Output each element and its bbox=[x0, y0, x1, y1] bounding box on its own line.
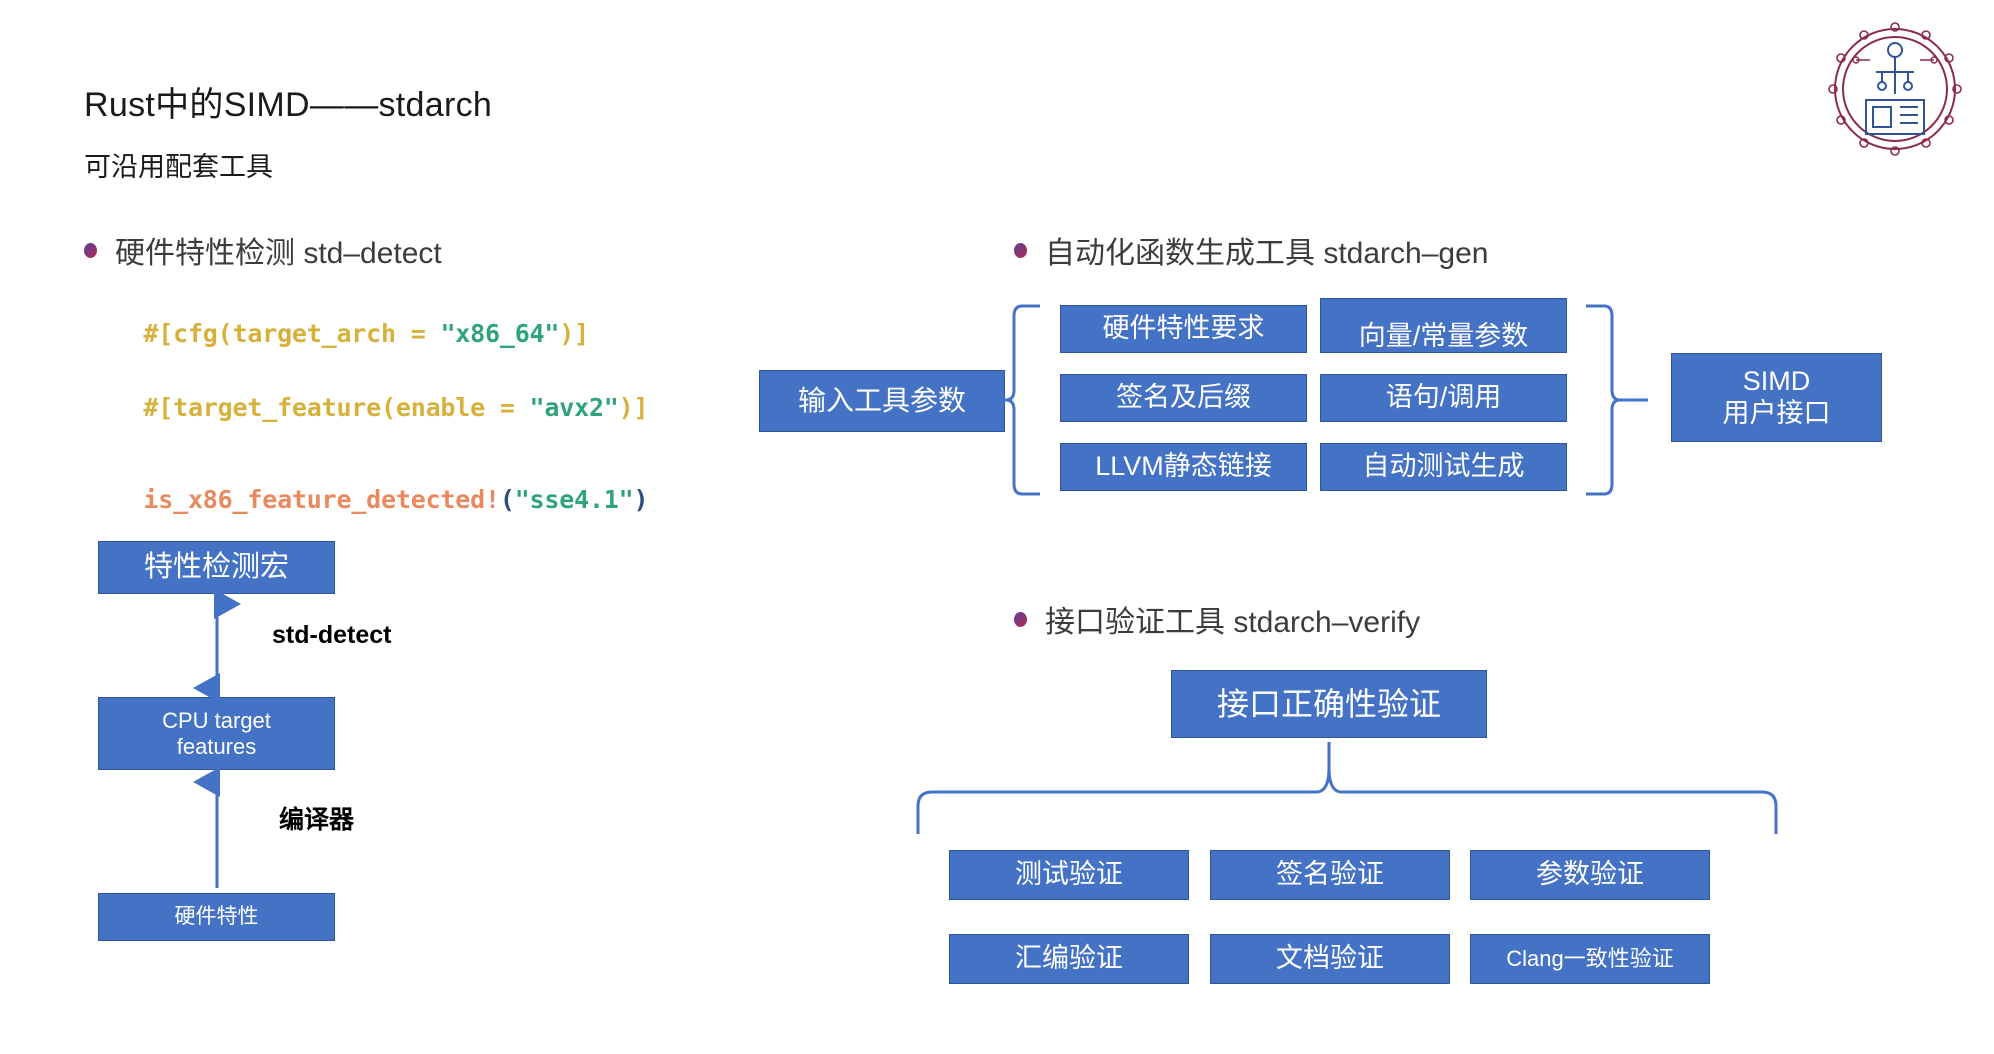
bullet-std-detect: 硬件特性检测 std–detect bbox=[84, 228, 442, 272]
bracket-gen-right bbox=[1586, 304, 1648, 496]
code-open-paren: ( bbox=[499, 485, 515, 514]
box-line-1: CPU target bbox=[162, 708, 271, 734]
code-line-target-feature: #[target_feature(enable = "avx2")] bbox=[84, 364, 648, 451]
box-gen-auto-test-gen[interactable]: 自动测试生成 bbox=[1320, 443, 1567, 491]
box-gen-hw-feature-req[interactable]: 硬件特性要求 bbox=[1060, 305, 1307, 353]
box-line-2: 用户接口 bbox=[1722, 397, 1831, 428]
code-string: "x86_64" bbox=[440, 319, 560, 348]
arrow-label-std-detect: std-detect bbox=[272, 621, 392, 649]
code-line-is-x86-feature-detected: is_x86_feature_detected!("sse4.1") bbox=[84, 456, 648, 543]
bullet-label: 接口验证工具 stdarch–verify bbox=[1045, 606, 1421, 639]
box-feature-detect-macro[interactable]: 特性检测宏 bbox=[98, 541, 335, 594]
box-hardware-features[interactable]: 硬件特性 bbox=[98, 893, 335, 941]
code-close-paren: ) bbox=[633, 485, 649, 514]
code-attr: #[target_feature(enable = bbox=[143, 393, 530, 422]
page-subtitle: 可沿用配套工具 bbox=[84, 152, 273, 182]
bullet-label: 自动化函数生成工具 stdarch–gen bbox=[1045, 237, 1489, 270]
bullet-label: 硬件特性检测 std–detect bbox=[115, 237, 442, 270]
box-cpu-target-features[interactable]: CPU target features bbox=[98, 697, 335, 770]
box-verify-doc[interactable]: 文档验证 bbox=[1210, 934, 1450, 984]
code-macro: is_x86_feature_detected! bbox=[143, 485, 500, 514]
box-interface-correctness-verify[interactable]: 接口正确性验证 bbox=[1171, 670, 1487, 738]
box-input-tool-params[interactable]: 输入工具参数 bbox=[759, 370, 1005, 432]
circular-emblem-logo bbox=[1826, 20, 1964, 158]
page-title: Rust中的SIMD——stdarch bbox=[84, 86, 493, 124]
box-simd-user-interface[interactable]: SIMD 用户接口 bbox=[1671, 353, 1882, 442]
code-line-cfg: #[cfg(target_arch = "x86_64")] bbox=[84, 290, 589, 377]
box-verify-test[interactable]: 测试验证 bbox=[949, 850, 1189, 900]
box-gen-llvm-static-link[interactable]: LLVM静态链接 bbox=[1060, 443, 1307, 491]
code-attr: #[cfg(target_arch = bbox=[143, 319, 441, 348]
bullet-dot-icon bbox=[1014, 611, 1027, 627]
box-line-2: features bbox=[176, 733, 257, 759]
code-string: "sse4.1" bbox=[514, 485, 634, 514]
box-line-1: SIMD bbox=[1742, 366, 1811, 397]
box-verify-signature[interactable]: 签名验证 bbox=[1210, 850, 1450, 900]
box-verify-clang-consistency[interactable]: Clang一致性验证 bbox=[1470, 934, 1710, 984]
arrow-label-compiler: 编译器 bbox=[279, 806, 355, 834]
box-verify-assembly[interactable]: 汇编验证 bbox=[949, 934, 1189, 984]
bullet-dot-icon bbox=[84, 242, 97, 258]
bracket-verify bbox=[916, 742, 1778, 834]
box-gen-vector-const-params[interactable]: 向量/常量参数 bbox=[1320, 298, 1567, 353]
bullet-stdarch-verify: 接口验证工具 stdarch–verify bbox=[1014, 597, 1420, 641]
box-verify-params[interactable]: 参数验证 bbox=[1470, 850, 1710, 900]
box-gen-signature-suffix[interactable]: 签名及后缀 bbox=[1060, 374, 1307, 422]
bullet-dot-icon bbox=[1014, 242, 1027, 258]
code-tail: )] bbox=[618, 393, 649, 422]
box-gen-statement-call[interactable]: 语句/调用 bbox=[1320, 374, 1567, 422]
code-tail: )] bbox=[559, 319, 589, 348]
bullet-stdarch-gen: 自动化函数生成工具 stdarch–gen bbox=[1014, 228, 1488, 272]
code-string: "avx2" bbox=[529, 393, 619, 422]
